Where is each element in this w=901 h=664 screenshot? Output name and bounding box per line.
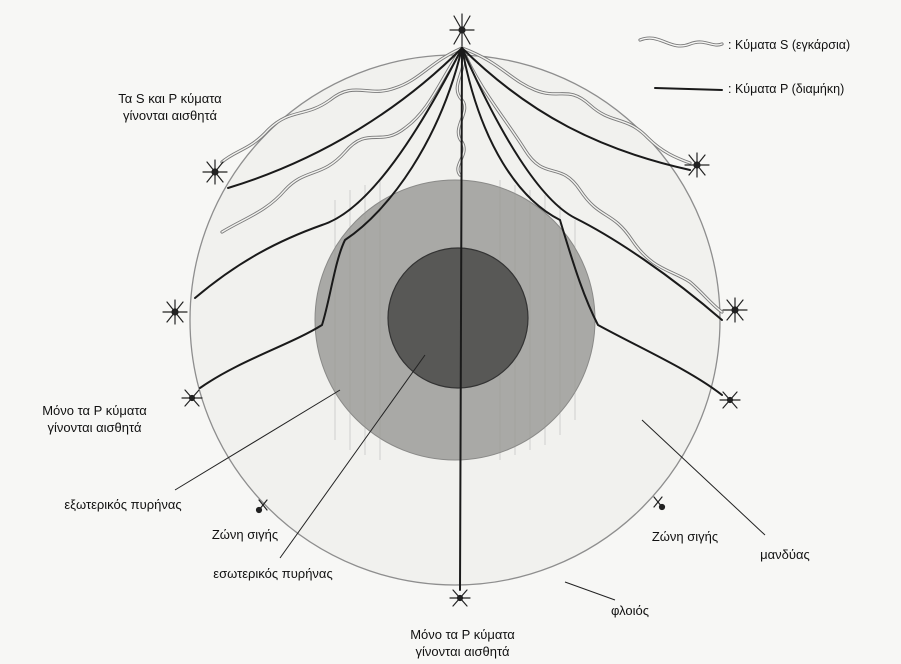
label-only-p-felt-bottom-line2: γίνονται αισθητά bbox=[380, 643, 545, 660]
seismograph-station-icon bbox=[685, 153, 709, 177]
seismograph-station-icon bbox=[723, 298, 747, 322]
seismograph-station-icon bbox=[654, 497, 665, 510]
seismograph-station-icon bbox=[203, 160, 227, 184]
seismograph-station-icon bbox=[163, 300, 187, 324]
label-crust: φλοιός bbox=[590, 602, 670, 619]
seismograph-station-icon bbox=[182, 390, 202, 406]
legend-p-wave-sample bbox=[655, 88, 722, 90]
label-mantle: μανδύας bbox=[740, 546, 830, 563]
legend-s-waves-label: : Κύματα S (εγκάρσια) bbox=[728, 38, 850, 52]
label-inner-core: εσωτερικός πυρήνας bbox=[198, 565, 348, 582]
label-only-p-felt-left-line1: Μόνο τα P κύματα bbox=[12, 402, 177, 419]
label-outer-core: εξωτερικός πυρήνας bbox=[48, 496, 198, 513]
legend-s-wave-sample bbox=[640, 38, 722, 46]
label-shadow-zone-left: Ζώνη σιγής bbox=[190, 526, 300, 543]
label-only-p-felt-left-line2: γίνονται αισθητά bbox=[12, 419, 177, 436]
label-only-p-felt-left: Μόνο τα P κύματα γίνονται αισθητά bbox=[12, 402, 177, 436]
label-shadow-zone-right: Ζώνη σιγής bbox=[630, 528, 740, 545]
legend-samples bbox=[640, 38, 722, 90]
seismograph-station-icon bbox=[450, 14, 474, 46]
label-s-and-p-felt: Τα S και P κύματα γίνονται αισθητά bbox=[95, 90, 245, 124]
inner-core-layer bbox=[388, 248, 528, 388]
seismograph-station-icon bbox=[720, 392, 740, 408]
label-s-and-p-felt-line2: γίνονται αισθητά bbox=[95, 107, 245, 124]
label-only-p-felt-bottom: Μόνο τα P κύματα γίνονται αισθητά bbox=[380, 626, 545, 660]
label-only-p-felt-bottom-line1: Μόνο τα P κύματα bbox=[380, 626, 545, 643]
legend-p-waves-label: : Κύματα P (διαμήκη) bbox=[728, 82, 844, 96]
seismograph-station-icon bbox=[450, 590, 470, 606]
label-s-and-p-felt-line1: Τα S και P κύματα bbox=[95, 90, 245, 107]
